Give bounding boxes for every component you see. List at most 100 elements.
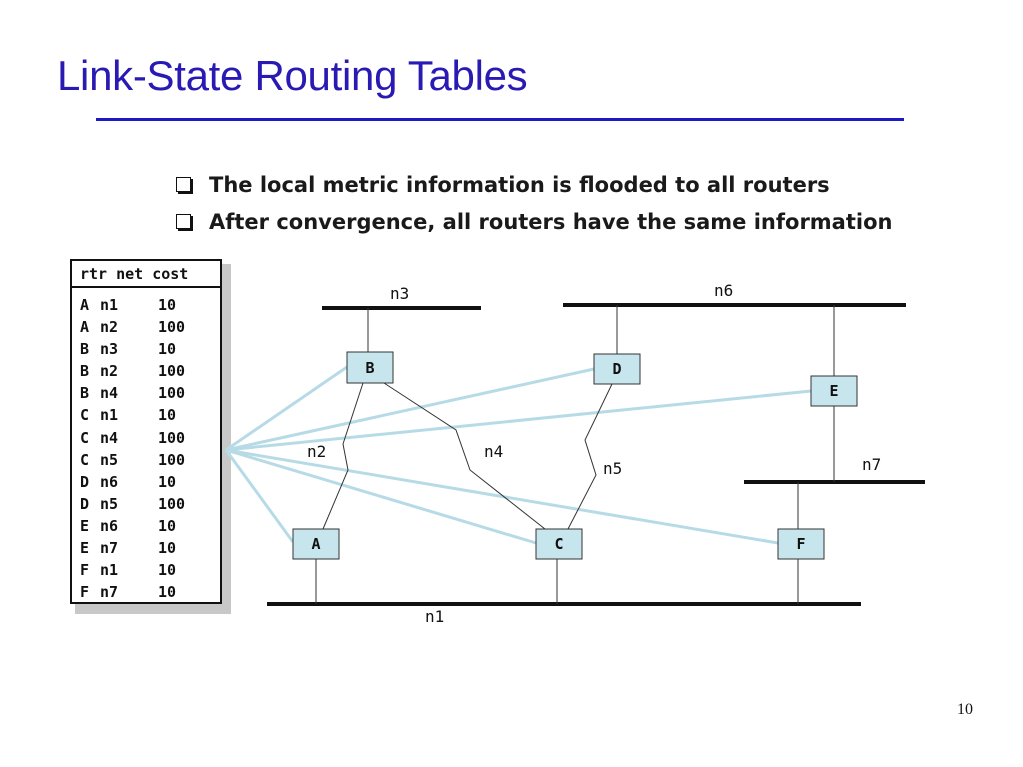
cell-router: B <box>80 384 90 403</box>
links <box>315 305 835 604</box>
cell-net: n5 <box>100 450 119 469</box>
label-n2: n2 <box>307 442 326 461</box>
bullet-item: The local metric information is flooded … <box>176 166 892 203</box>
label-n3: n3 <box>390 284 409 303</box>
flood-lines <box>224 365 812 545</box>
router-a-label: A <box>311 535 320 553</box>
cell-cost: 100 <box>158 362 186 381</box>
router-a: A <box>292 528 340 560</box>
cell-router: E <box>80 539 90 558</box>
cell-net: n4 <box>100 428 119 447</box>
label-n6: n6 <box>714 281 733 300</box>
link-n2 <box>322 382 364 530</box>
cell-cost: 10 <box>158 516 177 535</box>
cell-cost: 10 <box>158 406 177 425</box>
cell-cost: 100 <box>158 428 186 447</box>
router-b-label: B <box>365 359 374 377</box>
router-c-label: C <box>554 535 563 553</box>
router-d: D <box>593 353 641 385</box>
router-f-label: F <box>796 535 805 553</box>
network-buses <box>267 303 925 606</box>
router-f: F <box>777 528 825 560</box>
checkbox-bullet-icon <box>176 214 191 229</box>
cell-router: B <box>80 362 90 381</box>
cell-net: n1 <box>100 561 119 580</box>
router-d-label: D <box>612 360 621 378</box>
flood-line-c <box>225 448 537 545</box>
checkbox-bullet-icon <box>176 177 191 192</box>
slide-title: Link-State Routing Tables <box>57 52 528 99</box>
cell-router: E <box>80 516 90 535</box>
cell-router: B <box>80 340 90 359</box>
cell-cost: 100 <box>158 384 186 403</box>
bullet-text: The local metric information is flooded … <box>209 172 830 197</box>
network-labels: n3 n6 n2 n4 n5 n7 n1 <box>307 281 881 626</box>
cell-cost: 100 <box>158 494 186 513</box>
label-n1: n1 <box>425 607 444 626</box>
bullet-list: The local metric information is flooded … <box>176 166 892 240</box>
header-rtr: rtr <box>80 265 108 283</box>
cell-net: n7 <box>100 583 119 602</box>
cell-cost: 100 <box>158 318 186 337</box>
header-cost: cost <box>152 265 189 283</box>
cell-net: n3 <box>100 340 119 359</box>
cell-net: n5 <box>100 494 119 513</box>
cell-router: D <box>80 472 90 491</box>
cell-cost: 10 <box>158 539 177 558</box>
cell-net: n2 <box>100 318 119 337</box>
cell-router: F <box>80 561 90 580</box>
cell-router: C <box>80 450 90 469</box>
cell-router: F <box>80 583 90 602</box>
flood-line-a <box>224 449 295 543</box>
flood-line-d <box>225 367 595 452</box>
cell-cost: 100 <box>158 450 186 469</box>
cell-net: n4 <box>100 384 119 403</box>
bullet-item: After convergence, all routers have the … <box>176 203 892 240</box>
routers: B D E A C F <box>292 351 858 560</box>
cell-cost: 10 <box>158 561 177 580</box>
label-n5: n5 <box>603 459 622 478</box>
page-number: 10 <box>957 701 973 718</box>
cell-net: n2 <box>100 362 119 381</box>
flood-line-e <box>225 389 812 452</box>
router-e-label: E <box>829 382 838 400</box>
cell-router: A <box>80 296 90 314</box>
cell-router: C <box>80 406 90 425</box>
cell-net: n7 <box>100 539 119 558</box>
link-n5 <box>567 383 613 530</box>
title-underline <box>96 118 904 121</box>
cell-net: n6 <box>100 472 119 491</box>
cell-cost: 10 <box>158 340 177 359</box>
cell-router: C <box>80 428 90 447</box>
header-net: net <box>116 265 144 283</box>
label-n4: n4 <box>484 442 503 461</box>
cell-net: n6 <box>100 516 119 535</box>
cell-cost: 10 <box>158 296 177 314</box>
cell-cost: 10 <box>158 583 177 602</box>
flood-line-f <box>225 448 779 545</box>
cell-net: n1 <box>100 406 119 425</box>
cell-router: A <box>80 318 90 337</box>
router-e: E <box>810 375 858 407</box>
link-n4 <box>383 382 546 530</box>
label-n7: n7 <box>862 455 881 474</box>
router-c: C <box>535 528 583 560</box>
cell-net: n1 <box>100 296 119 314</box>
